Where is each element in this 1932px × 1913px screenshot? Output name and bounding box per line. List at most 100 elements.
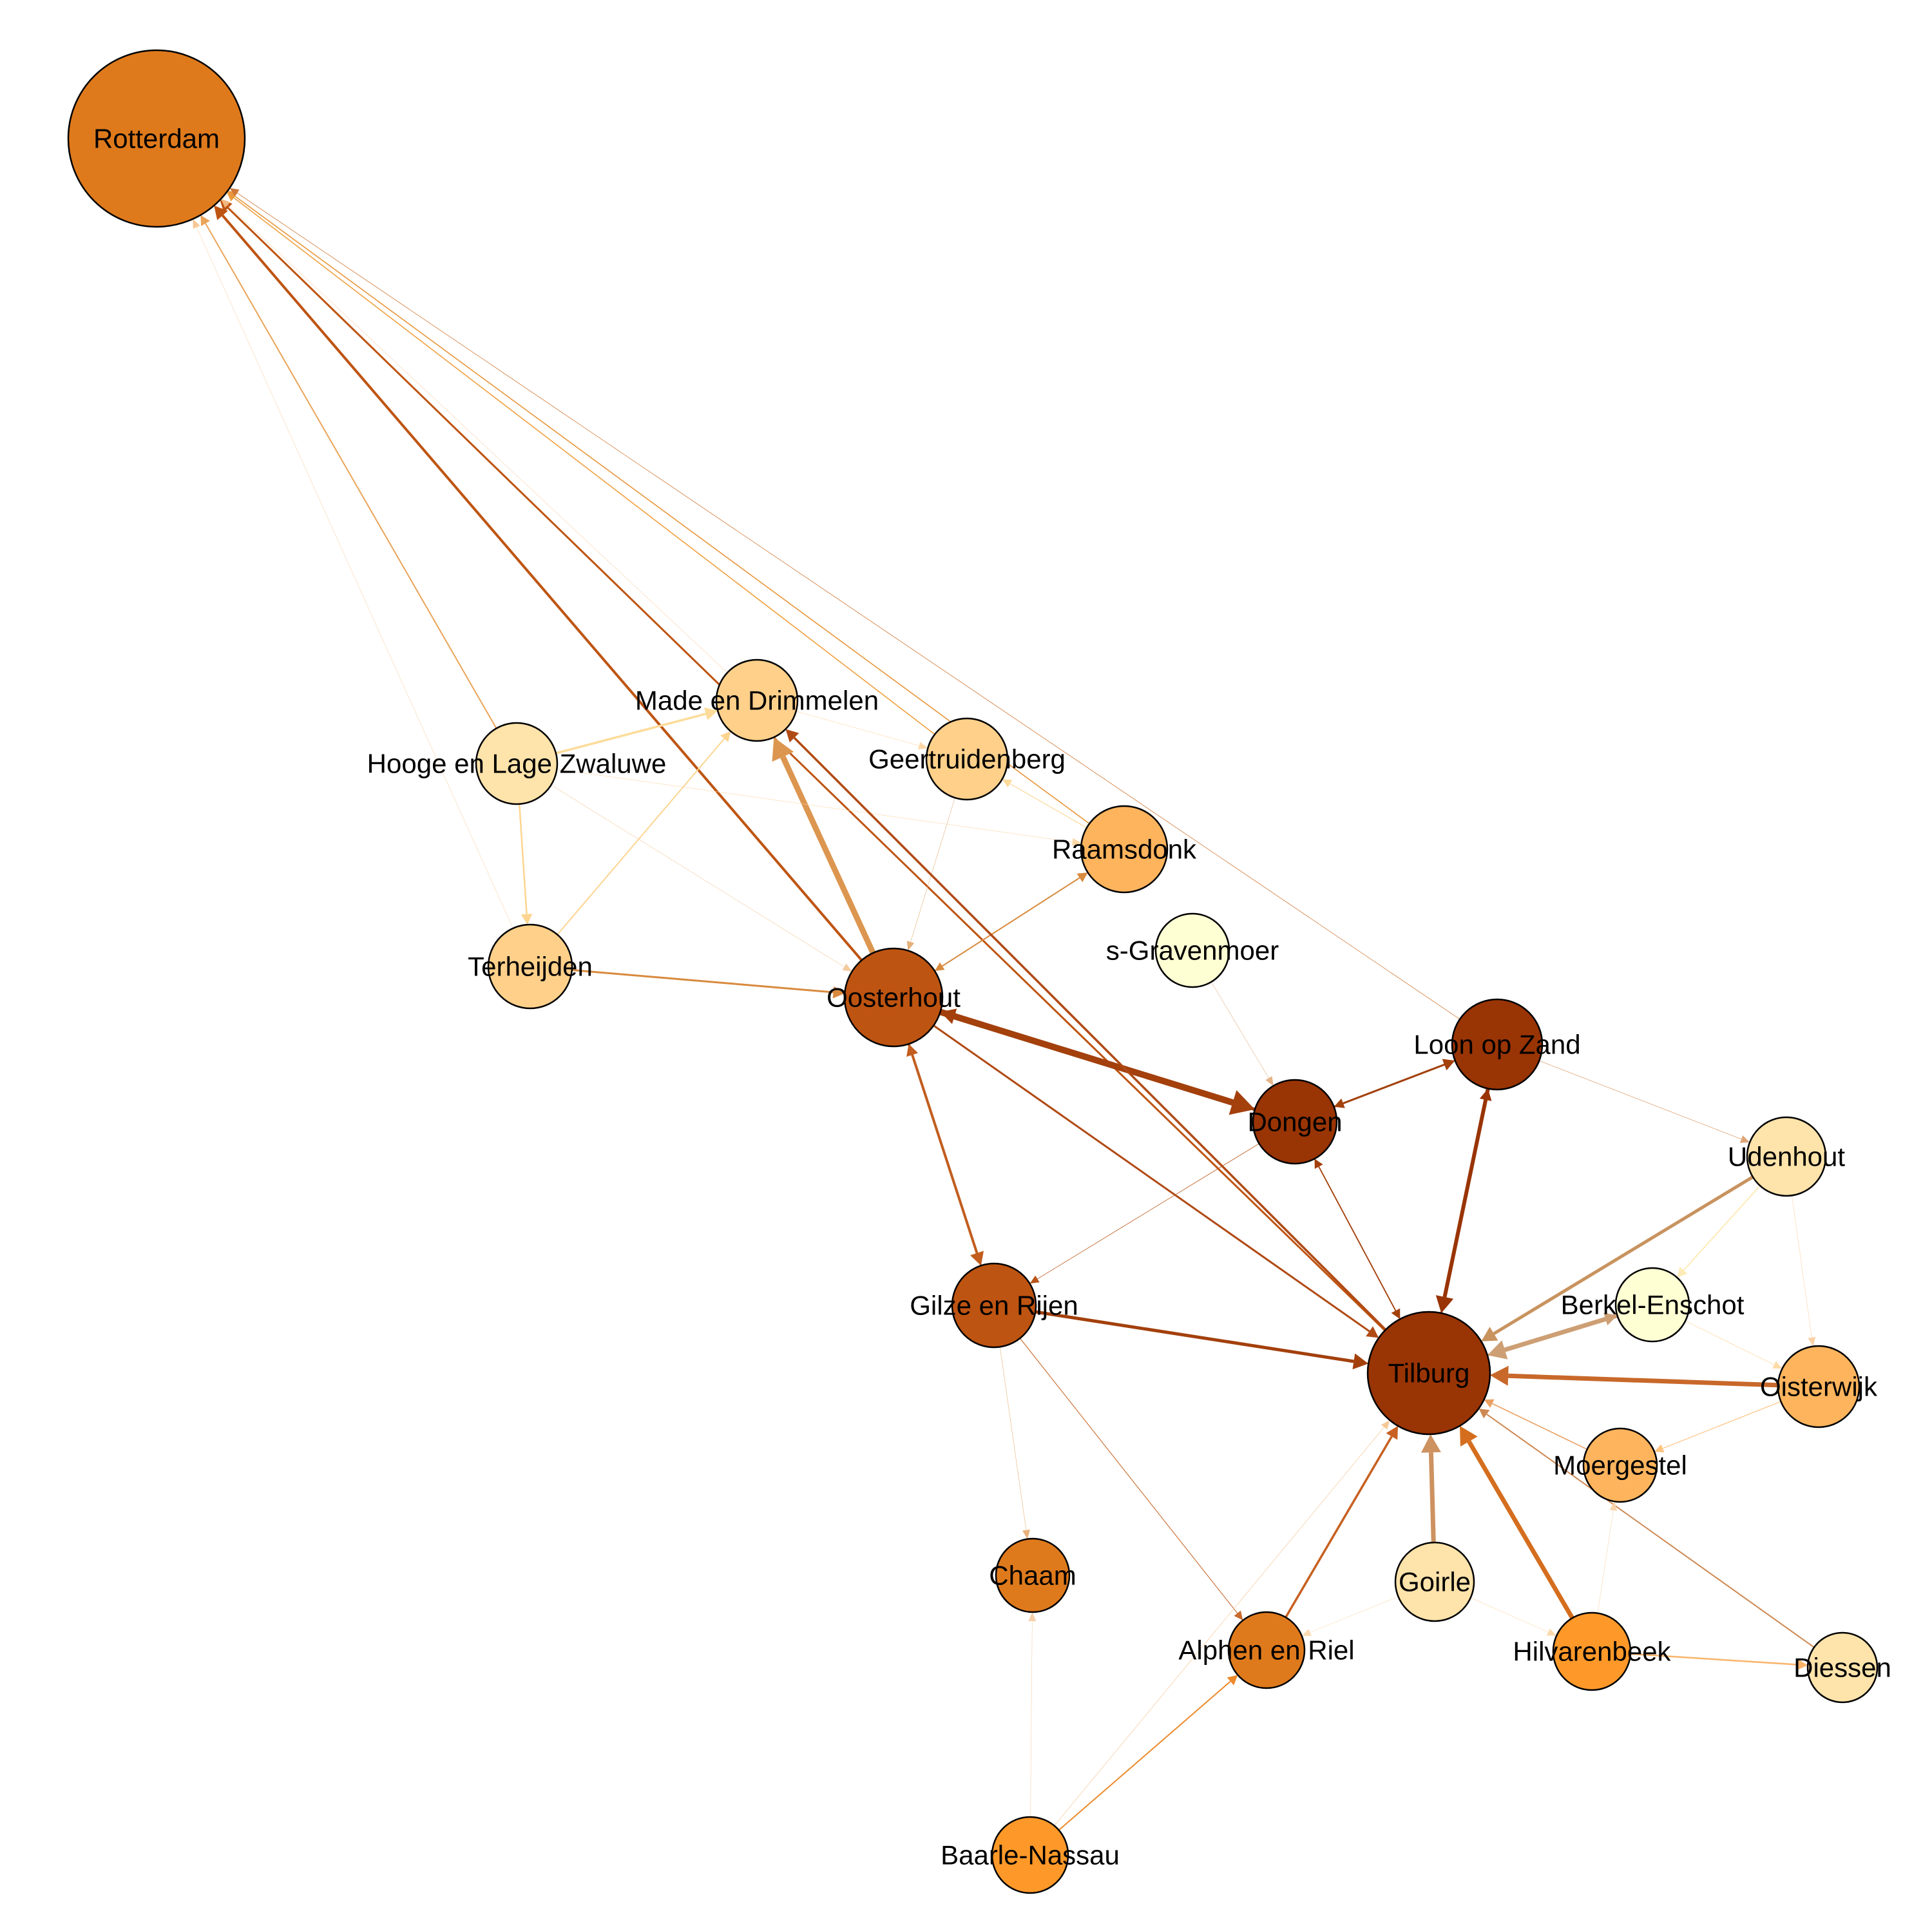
node-berkel: Berkel-Enschot [1561,1267,1745,1343]
edge-arrowhead [1739,1135,1750,1143]
edge-hooge-to-raamsdonk [557,769,1082,846]
edge-arrowhead [785,729,799,743]
edge-oisterwijk-to-tilburg [1489,1365,1779,1388]
edge-line [780,755,876,954]
edge-line [1035,1310,1354,1363]
edge-tilburg-to-made [785,729,1387,1331]
edge-line [1470,1597,1549,1633]
edge-line [1792,1195,1812,1338]
edge-arrowhead [934,962,945,971]
edge-line [557,769,1073,842]
node-circle [1451,998,1544,1091]
node-circle [1552,1611,1632,1691]
edge-goirle-to-hilvarenbeek [1470,1597,1557,1636]
node-circle [1806,1631,1879,1704]
edge-arrowhead [1029,1275,1040,1284]
edge-line [1210,981,1269,1079]
edge-arrowhead [704,707,718,720]
node-label: Geertruidenberg [868,744,1066,774]
edge-arrowhead [1028,1612,1037,1622]
edge-baarle-to-tilburg [1054,1420,1390,1826]
node-label: Gilze en Rijen [910,1291,1078,1321]
edge-hilvarenbeek-to-moergestel [1597,1501,1618,1613]
edge-arrowhead [1772,1361,1783,1369]
edge-raamsdonk-to-geertruidenberg [1002,779,1087,829]
node-sgravenmoer: s-Gravenmoer [1106,912,1279,988]
edge-line [1597,1510,1614,1613]
edge-moergestel-to-tilburg [1484,1399,1587,1450]
edge-arrowhead [1677,1267,1688,1278]
edge-arrowhead [229,187,240,197]
edge-arrowhead [521,914,533,925]
node-circle [925,717,1009,801]
edge-arrowhead [906,1044,919,1057]
node-baarle: Baarle-Nassau [941,1816,1120,1894]
edge-arrowhead [1420,1434,1441,1453]
node-chaam: Chaam [989,1537,1076,1613]
edge-baarle-to-chaam [1028,1612,1037,1818]
edge-arrowhead [918,742,928,750]
edge-arrowhead [1022,1529,1030,1539]
edge-arrowhead [1435,1295,1454,1313]
edge-arrowhead [214,206,228,220]
edge-arrowhead [1797,1658,1808,1671]
edge-arrowhead [221,198,231,208]
edge-loon-to-dongen [1334,1060,1455,1108]
edge-dongen-to-oosterhout [940,1008,1256,1111]
edge-line [1486,1414,1815,1648]
node-circle [995,1537,1071,1613]
edge-line [205,223,497,729]
node-label: Chaam [989,1561,1076,1591]
edge-arrowhead [906,941,915,951]
edge-line [557,738,725,936]
edge-baarle-to-alphen [1058,1675,1238,1831]
edge-line [1058,1680,1231,1831]
edge-arrowhead [1381,1420,1390,1430]
node-circle [1252,1079,1338,1165]
node-goirle: Goirle [1394,1541,1475,1622]
node-terheijden: Terheijden [468,923,593,1010]
node-label: Hilvarenbeek [1513,1637,1671,1667]
edge-line [942,872,1088,966]
edge-line [1037,1143,1259,1280]
edge-arrowhead [940,1008,957,1024]
node-moergestel: Moergestel [1553,1427,1687,1503]
node-label: Dongen [1247,1107,1342,1137]
node-label: Alphen en Riel [1178,1635,1354,1666]
edge-arrowhead [1234,1610,1243,1620]
edge-arrowhead [1391,1308,1401,1320]
edge-arrowhead [720,731,731,742]
node-circle [715,658,799,742]
edge-layer [193,187,1816,1831]
node-made: Made en Drimmelen [635,658,879,742]
edge-arrowhead [193,218,200,229]
edge-raamsdonk-to-oosterhout [934,872,1088,971]
edge-line [236,193,1460,1020]
node-label: Oosterhout [827,983,961,1013]
node-label: Oisterwijk [1760,1372,1878,1402]
edge-line [1507,1373,1779,1388]
node-oosterhout: Oosterhout [827,947,961,1048]
edge-arrowhead [842,963,852,972]
edge-arrowhead [1481,1327,1498,1341]
edge-dongen-to-gilze [1029,1143,1259,1284]
edge-loon-to-udenhout [1539,1060,1750,1143]
edge-tilburg-to-loon [1440,1088,1492,1314]
edge-line [1318,1166,1401,1320]
node-gilze: Gilze en Rijen [910,1262,1078,1349]
edge-terheijden-to-oosterhout [571,969,845,999]
node-circle [475,722,559,805]
edge-line [1685,1320,1775,1365]
edge-hooge-to-made [555,707,718,755]
edge-arrowhead [1546,1628,1557,1636]
node-label: Made en Drimmelen [635,686,879,716]
edge-line [796,711,919,746]
edge-line [1030,1620,1033,1818]
edge-arrowhead [1654,1444,1665,1453]
edge-loon-to-rotterdam [229,187,1460,1020]
edge-oisterwijk-to-moergestel [1654,1401,1781,1453]
node-diessen: Diessen [1793,1631,1891,1704]
edge-line [233,197,935,735]
node-tilburg: Tilburg [1366,1311,1491,1436]
